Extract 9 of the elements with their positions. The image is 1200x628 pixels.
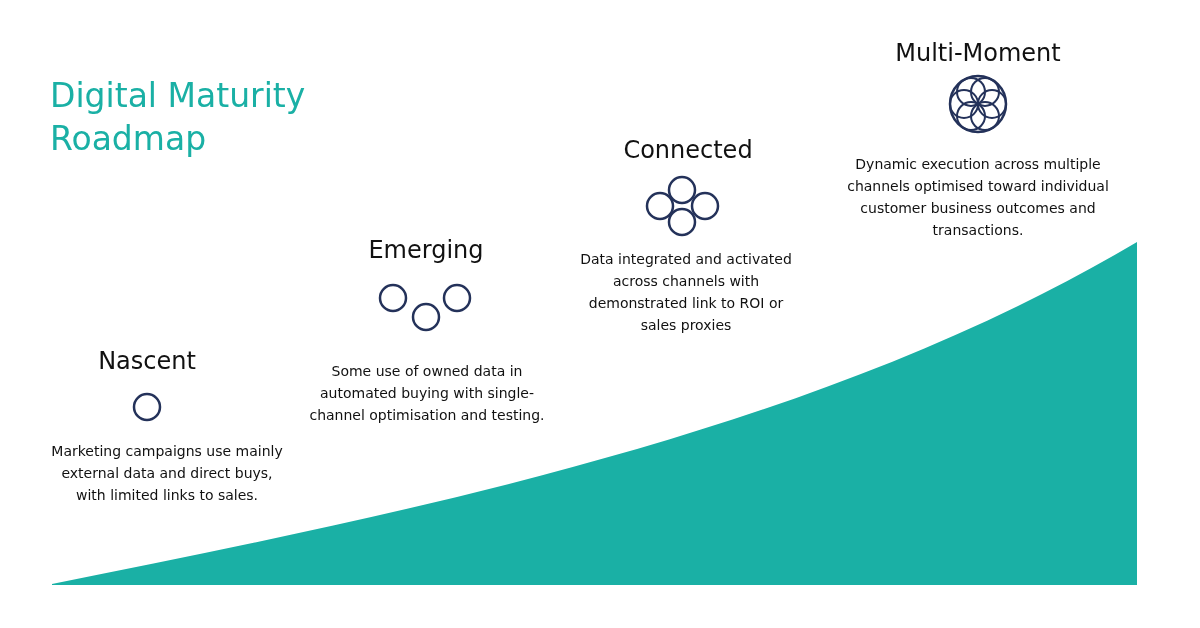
title: Digital Maturity Roadmap — [50, 75, 307, 160]
stage-description: Data integrated and activated across channels with demonstrated link to ROI or sales proxies — [579, 250, 793, 335]
stage-description: Some use of owned data in automated buying with single-channel optimisation and testing. — [308, 362, 546, 425]
stage-description: Dynamic execution across multiple channels optimised toward individual customer business outcomes and transactions. — [846, 155, 1110, 240]
stage-heading: Emerging — [368, 236, 484, 264]
stage-description: Marketing campaigns use mainly external data and direct buys, with limited links to sales. — [50, 442, 284, 505]
stage-heading: Connected — [623, 136, 753, 164]
stage-heading: Multi-Moment — [895, 39, 1061, 67]
stage-heading: Nascent — [98, 347, 196, 375]
